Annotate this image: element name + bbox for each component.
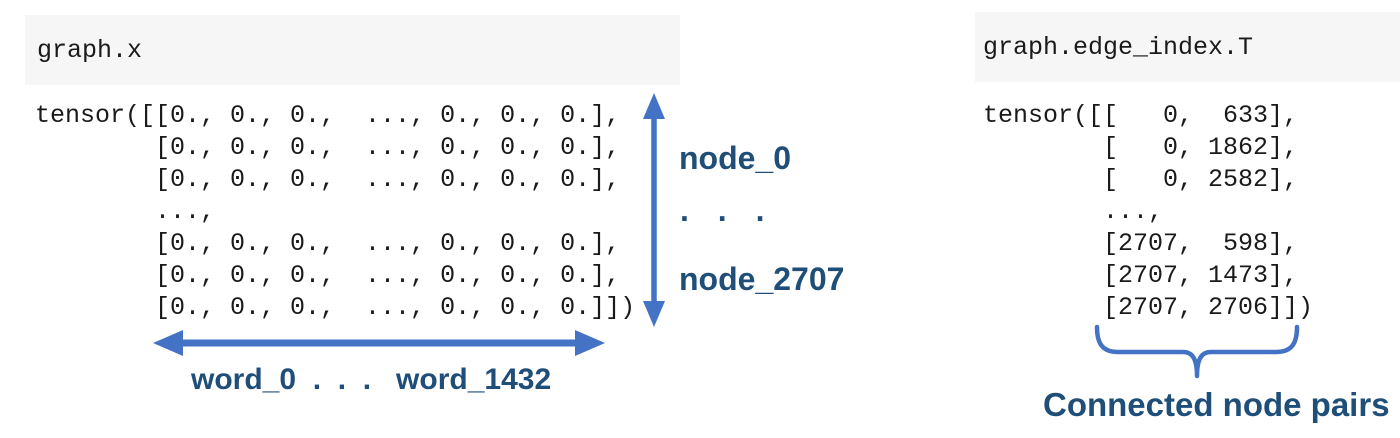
tensor-line: [0., 0., 0., ..., 0., 0., 0.]]) bbox=[35, 293, 636, 322]
tensor-line: [2707, 2706]]) bbox=[983, 293, 1314, 322]
tensor-line: [2707, 1473], bbox=[983, 261, 1299, 290]
curly-brace-icon bbox=[1094, 324, 1300, 379]
tensor-line: [ 0, 2582], bbox=[983, 165, 1299, 194]
row-last-label: node_2707 bbox=[679, 261, 845, 297]
left-code-header-label: graph.x bbox=[37, 35, 143, 65]
tensor-line: ..., bbox=[35, 197, 216, 226]
tensor-line: [0., 0., 0., ..., 0., 0., 0.], bbox=[35, 261, 621, 290]
tensor-line: ..., bbox=[983, 197, 1164, 226]
right-code-header-label: graph.edge_index.T bbox=[983, 32, 1254, 62]
tensor-line: [0., 0., 0., ..., 0., 0., 0.], bbox=[35, 165, 621, 194]
edge-pairs-label: Connected node pairs bbox=[1043, 386, 1390, 423]
tensor-line: [0., 0., 0., ..., 0., 0., 0.], bbox=[35, 229, 621, 258]
left-code-header: graph.x bbox=[25, 15, 680, 85]
left-tensor-output: tensor([[0., 0., 0., ..., 0., 0., 0.], [… bbox=[35, 100, 635, 324]
tensor-line: [2707, 598], bbox=[983, 229, 1299, 258]
vertical-double-arrow-icon bbox=[643, 93, 665, 327]
right-code-header: graph.edge_index.T bbox=[975, 12, 1400, 82]
row-ellipsis-label: . . . bbox=[680, 192, 775, 228]
tensor-line: [ 0, 1862], bbox=[983, 133, 1299, 162]
tensor-line: tensor([[0., 0., 0., ..., 0., 0., 0.], bbox=[35, 101, 621, 130]
horizontal-double-arrow-icon bbox=[153, 330, 605, 356]
col-axis-label: word_0 . . . word_1432 bbox=[191, 363, 552, 396]
right-tensor-output: tensor([[ 0, 633], [ 0, 1862], [ 0, 2582… bbox=[983, 100, 1313, 324]
row-first-label: node_0 bbox=[679, 140, 792, 176]
tensor-line: tensor([[ 0, 633], bbox=[983, 101, 1299, 130]
tensor-line: [0., 0., 0., ..., 0., 0., 0.], bbox=[35, 133, 621, 162]
